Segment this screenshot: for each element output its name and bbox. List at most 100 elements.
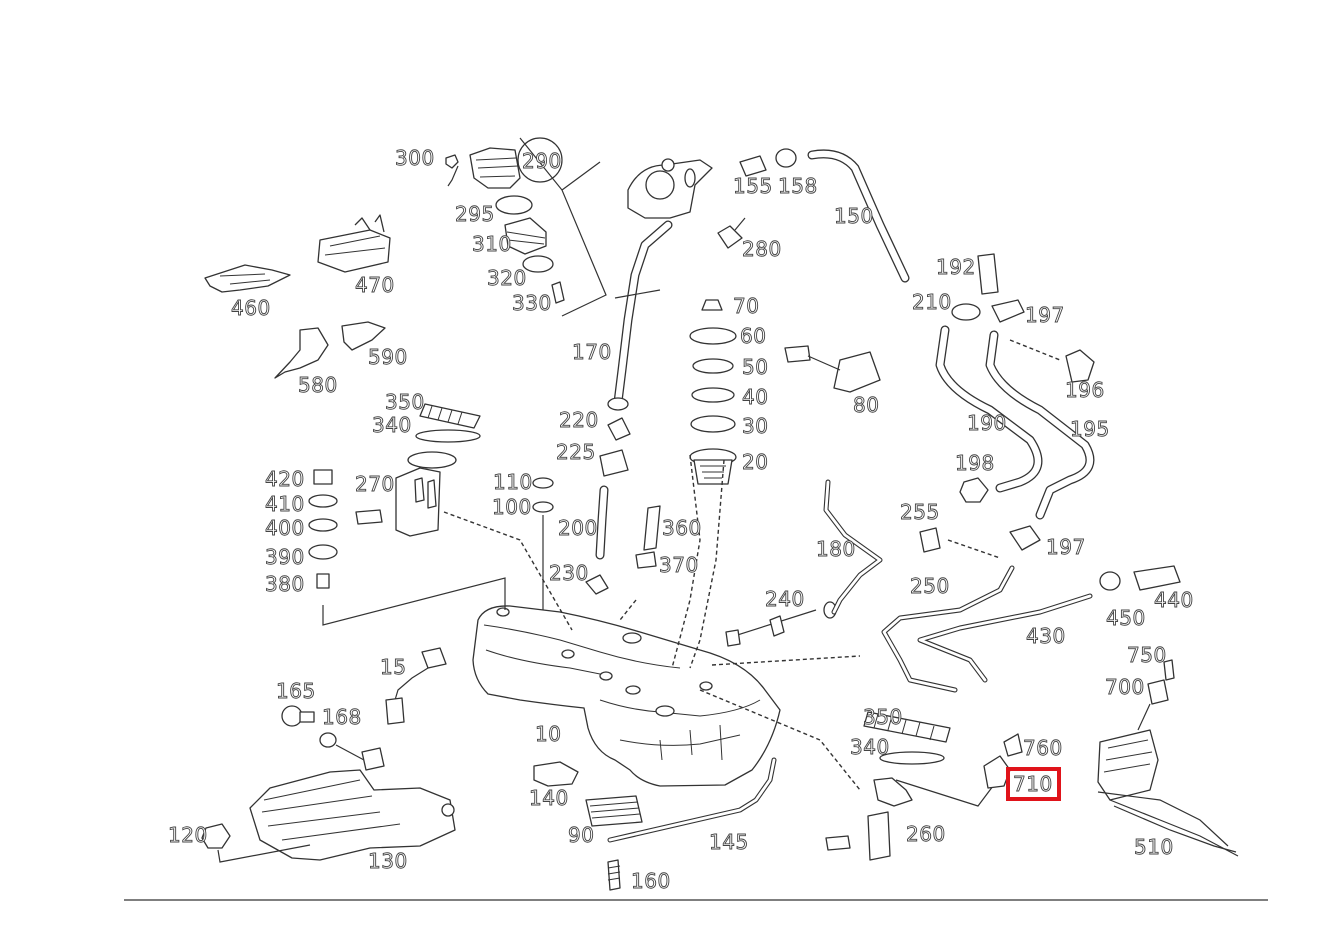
washer-stack[interactable] <box>308 469 338 589</box>
heat-shield-130[interactable] <box>249 747 456 861</box>
callout-340-upper[interactable]: 340 <box>372 413 412 438</box>
callout-10[interactable]: 10 <box>535 722 562 747</box>
nut-198[interactable] <box>959 477 989 503</box>
pipe-fittings-200-230[interactable] <box>585 417 661 595</box>
callout-330[interactable]: 330 <box>512 291 552 316</box>
callout-170[interactable]: 170 <box>572 340 612 365</box>
callout-450[interactable]: 450 <box>1106 606 1146 631</box>
filler-boot-group[interactable] <box>445 137 565 304</box>
callout-168[interactable]: 168 <box>322 705 362 730</box>
callout-410[interactable]: 410 <box>265 492 305 517</box>
fuel-pump-270[interactable] <box>355 451 457 537</box>
fuel-line-180[interactable] <box>823 479 883 615</box>
callout-430[interactable]: 430 <box>1026 624 1066 649</box>
clamp-197-lower[interactable] <box>1009 525 1041 551</box>
sensor-15[interactable] <box>385 647 447 725</box>
callout-70[interactable]: 70 <box>733 294 760 319</box>
callout-300[interactable]: 300 <box>395 146 435 171</box>
filter-440-450[interactable] <box>1099 565 1181 591</box>
level-sender-260[interactable] <box>825 777 913 861</box>
ring-stack-20-70[interactable] <box>689 299 737 485</box>
callout-196[interactable]: 196 <box>1065 378 1105 403</box>
callout-390[interactable]: 390 <box>265 545 305 570</box>
callout-210[interactable]: 210 <box>912 290 952 315</box>
callout-270[interactable]: 270 <box>355 472 395 497</box>
callout-180[interactable]: 180 <box>816 537 856 562</box>
callout-150[interactable]: 150 <box>834 204 874 229</box>
callout-197-lower[interactable]: 197 <box>1046 535 1086 560</box>
vent-hose-150[interactable] <box>807 149 910 283</box>
clip-160[interactable] <box>607 859 621 891</box>
callout-440[interactable]: 440 <box>1154 588 1194 613</box>
callout-420[interactable]: 420 <box>265 467 305 492</box>
callout-370[interactable]: 370 <box>659 553 699 578</box>
callout-750[interactable]: 750 <box>1127 643 1167 668</box>
sender-ring-350-upper[interactable] <box>419 403 481 429</box>
callout-15[interactable]: 15 <box>380 655 407 680</box>
callout-140[interactable]: 140 <box>529 786 569 811</box>
clip-590[interactable] <box>341 321 386 351</box>
callout-130[interactable]: 130 <box>368 849 408 874</box>
fuel-tank-part[interactable] <box>472 605 781 787</box>
clip-580[interactable] <box>274 327 329 379</box>
callout-350-upper[interactable]: 350 <box>385 390 425 415</box>
control-module-80[interactable] <box>784 345 881 393</box>
callout-280[interactable]: 280 <box>742 237 782 262</box>
mount-bracket-460[interactable] <box>204 264 291 293</box>
seal-340-upper[interactable] <box>415 429 481 443</box>
callout-510[interactable]: 510 <box>1134 835 1174 860</box>
callout-110[interactable]: 110 <box>493 470 533 495</box>
hoses-190-195[interactable] <box>935 325 1095 520</box>
callout-160[interactable]: 160 <box>631 869 671 894</box>
callout-165[interactable]: 165 <box>276 679 316 704</box>
callout-198[interactable]: 198 <box>955 451 995 476</box>
callout-400[interactable]: 400 <box>265 516 305 541</box>
pad-90[interactable] <box>585 795 643 827</box>
callout-80[interactable]: 80 <box>853 393 880 418</box>
callout-250[interactable]: 250 <box>910 574 950 599</box>
callout-350-lower[interactable]: 350 <box>863 705 903 730</box>
callout-340-lower[interactable]: 340 <box>850 735 890 760</box>
sender-ring-350-lower[interactable] <box>863 711 951 743</box>
callout-20[interactable]: 20 <box>742 450 769 475</box>
callout-255[interactable]: 255 <box>900 500 940 525</box>
callout-225[interactable]: 225 <box>556 440 596 465</box>
callout-155[interactable]: 155 <box>733 174 773 199</box>
callout-460[interactable]: 460 <box>231 296 271 321</box>
washer-168[interactable] <box>319 732 337 748</box>
callout-50[interactable]: 50 <box>742 355 769 380</box>
seal-760[interactable] <box>1003 733 1023 757</box>
callout-700[interactable]: 700 <box>1105 675 1145 700</box>
callout-240[interactable]: 240 <box>765 587 805 612</box>
callout-360[interactable]: 360 <box>662 516 702 541</box>
callout-90[interactable]: 90 <box>568 823 595 848</box>
strap-145[interactable] <box>607 757 777 843</box>
callout-470[interactable]: 470 <box>355 273 395 298</box>
callout-220[interactable]: 220 <box>559 408 599 433</box>
callout-320[interactable]: 320 <box>487 266 527 291</box>
callout-30[interactable]: 30 <box>742 414 769 439</box>
callout-380[interactable]: 380 <box>265 572 305 597</box>
callout-230[interactable]: 230 <box>549 561 589 586</box>
pump-module-510[interactable] <box>1097 659 1239 857</box>
callout-310[interactable]: 310 <box>472 232 512 257</box>
callout-710[interactable]: 710 <box>1013 772 1053 797</box>
callout-158[interactable]: 158 <box>778 174 818 199</box>
vent-fittings[interactable] <box>717 148 797 249</box>
callout-290[interactable]: 290 <box>522 149 562 174</box>
grommet-255[interactable] <box>919 527 941 553</box>
o-rings-110-100[interactable] <box>532 477 554 513</box>
bolt-165[interactable] <box>281 705 315 727</box>
callout-200[interactable]: 200 <box>558 516 598 541</box>
callout-120[interactable]: 120 <box>168 823 208 848</box>
callout-195[interactable]: 195 <box>1070 417 1110 442</box>
mount-bracket-470[interactable] <box>317 214 391 273</box>
callout-197-upper[interactable]: 197 <box>1025 303 1065 328</box>
callout-760[interactable]: 760 <box>1023 736 1063 761</box>
callout-190[interactable]: 190 <box>967 411 1007 436</box>
valve-140[interactable] <box>533 761 579 787</box>
callout-145[interactable]: 145 <box>709 830 749 855</box>
fuel-lines-250-430[interactable] <box>881 565 1093 693</box>
nut-120[interactable] <box>201 823 231 849</box>
callout-40[interactable]: 40 <box>742 385 769 410</box>
